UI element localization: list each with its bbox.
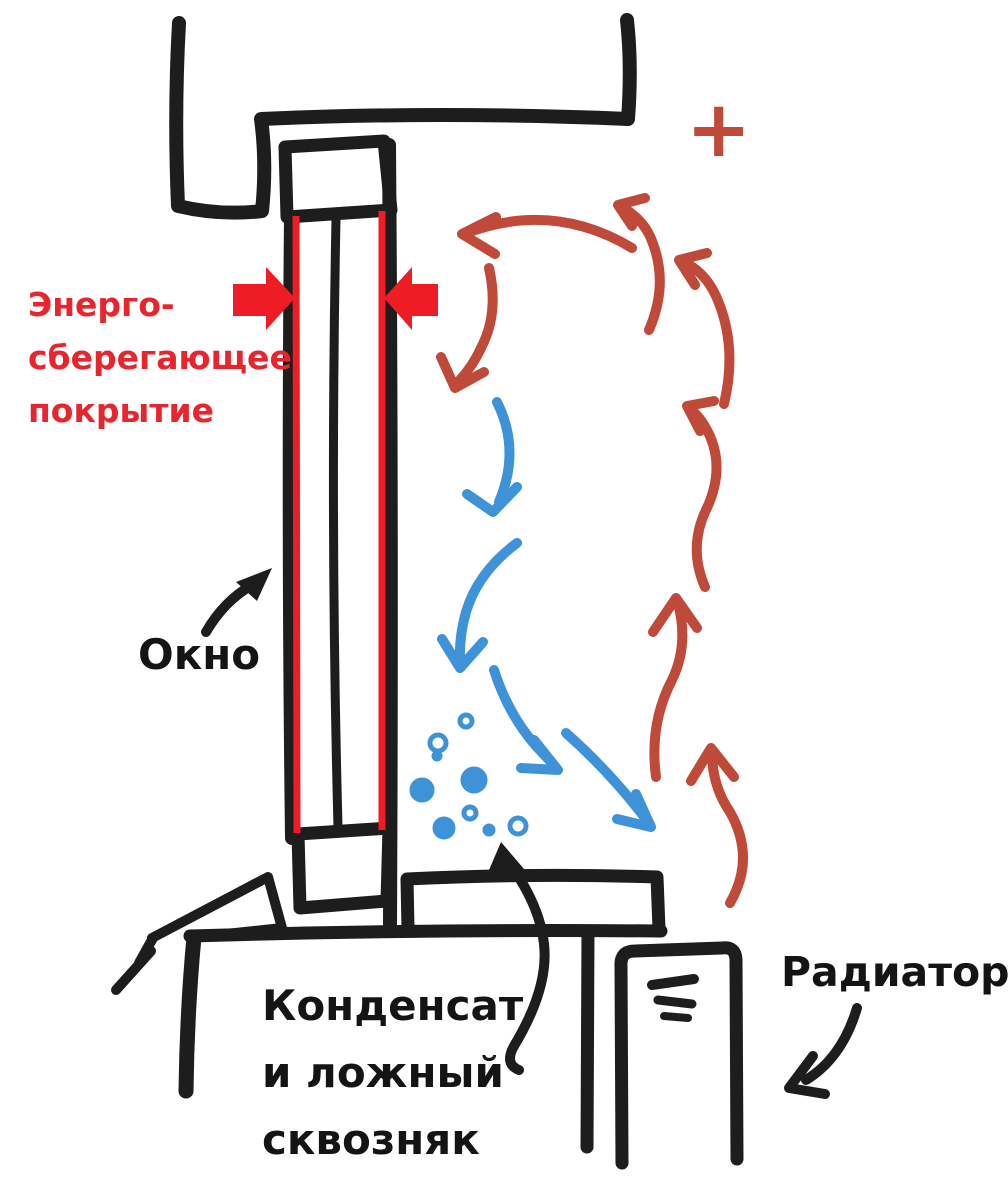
warm-arrow-top-curl <box>613 193 665 335</box>
window-bottom-frame <box>291 821 396 915</box>
annotation-arrows <box>201 568 862 1099</box>
cold-arrow-2 <box>437 538 522 673</box>
window-label: Окно <box>138 630 261 679</box>
warm-arrow-top-arc <box>457 212 637 259</box>
radiator-arrow-shaft <box>801 1003 862 1085</box>
warm-arrow-down-at-window <box>436 263 498 393</box>
radiator-label: Радиатор <box>781 948 1008 996</box>
condensate-arrow-head <box>486 842 524 877</box>
plus-icon: + <box>686 85 751 175</box>
condensate-dot <box>460 766 488 794</box>
condensate-label-line3: сквозняк <box>262 1115 480 1164</box>
coating-label-line2: сберегающее <box>28 338 292 377</box>
sill-edge-wedge <box>147 872 287 943</box>
radiator-body <box>614 941 744 1170</box>
coating-block-arrows <box>233 267 438 330</box>
condensate-dot <box>461 804 479 822</box>
cold-air-arrows <box>437 397 656 832</box>
condensate-label-line1: Конденсат <box>262 981 524 1030</box>
coating-block-arrow-right <box>384 267 438 330</box>
warm-arrow-middle <box>682 396 722 592</box>
cold-arrow-4 <box>561 728 656 832</box>
window-sill-right-box <box>400 868 666 936</box>
condensate-arrow-shaft <box>505 859 550 1075</box>
condensate-dot <box>482 823 496 837</box>
window-top-frame <box>278 134 398 224</box>
window-right-frame <box>382 138 398 931</box>
window-arrow-shaft <box>201 580 257 637</box>
wall-below-sill-left <box>178 929 202 1099</box>
wall-outline <box>169 13 637 220</box>
coating-block-arrow-left <box>233 267 295 330</box>
cold-arrow-3 <box>489 665 563 775</box>
sill-pointer-arrow <box>111 933 158 995</box>
radiator-arrow-head <box>784 1051 830 1099</box>
warm-arrow-bottom <box>686 743 748 908</box>
coating-label-line3: покрытие <box>28 391 214 430</box>
radiator-vent-2 <box>653 995 697 1009</box>
condensate-dot <box>431 750 443 762</box>
coating-label: Энерго- сберегающее покрытие <box>28 278 292 437</box>
coating-line-left <box>292 215 301 834</box>
condensate-dot <box>427 732 449 754</box>
window-arrow-head <box>236 568 272 601</box>
condensate-dot <box>409 777 435 803</box>
warm-arrow-lower-middle <box>648 593 702 782</box>
radiator-vent-3 <box>660 1012 692 1022</box>
condensate-dot <box>507 815 529 837</box>
condensate-label-line2: и ложный <box>262 1048 504 1097</box>
wall-behind-radiator <box>580 924 595 1154</box>
coating-group <box>292 211 386 834</box>
condensate-dots <box>409 712 529 840</box>
warm-arrow-upper-right <box>674 248 735 409</box>
condensate-label: Конденсат и ложный сквозняк <box>262 972 523 1173</box>
window-glass-line <box>328 214 343 832</box>
condensate-dot <box>432 816 456 840</box>
cold-arrow-1 <box>462 397 522 517</box>
warm-air-arrows <box>436 193 748 908</box>
coating-label-line1: Энерго- <box>28 285 175 324</box>
condensate-dot <box>457 712 475 730</box>
radiator-vent-1 <box>647 974 699 990</box>
